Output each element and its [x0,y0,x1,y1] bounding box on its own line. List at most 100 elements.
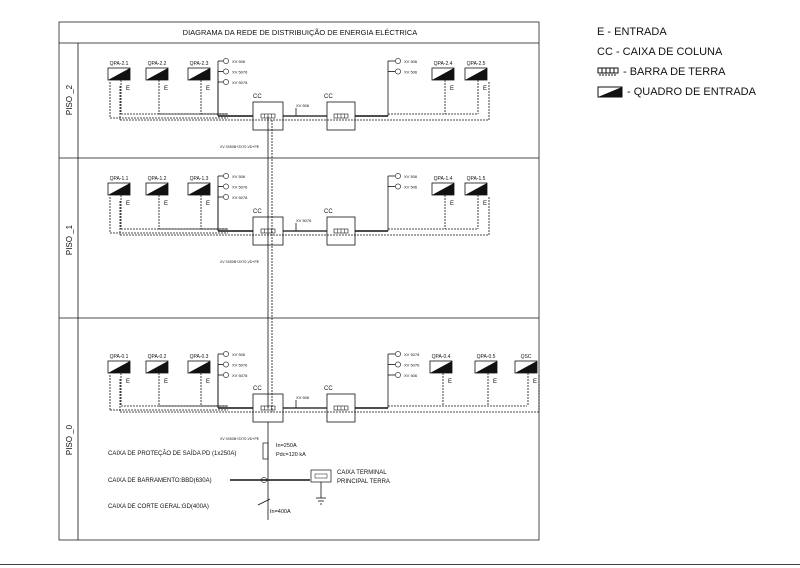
bus-tag: XV 5076 [296,218,312,223]
legend-barra-terra: - BARRA DE TERRA [597,62,756,82]
in400-label: In=400A [270,509,291,515]
entry-marker: E [533,379,537,385]
entry-panel-icon-fill [146,183,168,195]
entry-marker: E [164,86,168,92]
circuit-breaker-icon [223,79,229,85]
bus-tag: XV 506 [296,395,310,400]
entry-panel-icon-fill [108,361,130,373]
circuit-breaker-icon [223,372,229,378]
panel-label: QPA-1.4 [434,176,453,182]
column-box-secondary [326,216,356,246]
entry-panel-icon [145,67,169,81]
circuit-label: XV 5078 [232,80,248,85]
switch-blade [257,498,271,506]
entry-panel-icon [597,86,623,98]
entry-marker: E [126,86,130,92]
cc-label-secondary: CC [324,94,333,100]
barramento-label: CAIXA DE BARRAMENTO:BBD(630A) [108,478,212,484]
floor-label: PISO _1 [65,224,74,255]
circuit-label: XV 506 [232,59,246,64]
circuit-label: XV 5076 [404,363,420,368]
bus-tag: XV 506 [296,103,310,108]
panel-label: QPA-2.1 [110,61,129,67]
earth-bar-icon [597,67,619,76]
entry-panel-icon-fill [515,361,537,373]
entry-panel-icon-fill [188,361,210,373]
entry-panel-icon-fill [146,68,168,80]
entry-panel-icon-fill [432,183,454,195]
entry-panel-icon [145,182,169,196]
panel-label: QPA-2.4 [434,61,453,67]
entry-panel-icon-fill [108,183,130,195]
entry-marker: E [164,379,168,385]
legend-barra-terra-label: - BARRA DE TERRA [623,66,726,78]
earth-terminal-bar [314,473,328,479]
entry-marker: E [126,201,130,207]
floor-label: PISO _2 [65,84,74,115]
entry-panel-icon-fill [108,68,130,80]
circuit-label: XV 506 [232,352,246,357]
entry-marker: E [448,379,452,385]
entry-panel-icon [464,67,488,81]
circuit-label: XV 5076 [232,185,248,190]
protecao-label: CAIXA DE PROTEÇÃO DE SAÍDA PD (1x250A) [108,450,236,457]
circuit-breaker-icon [395,351,401,357]
page-bottom-rule [0,564,800,565]
entry-panel-icon [187,182,211,196]
panel-label: QPA-2.5 [467,61,486,67]
entry-panel-icon-fill [146,361,168,373]
corte-label: CAIXA DE CORTE GERAL:GD(400A) [108,504,209,510]
entry-panel-icon-fill [432,68,454,80]
panel-label: QPA-0.1 [110,354,129,360]
riser-tag: XV 3X50B+2X70-VD+PE [220,145,260,149]
column-box-secondary [326,101,356,131]
entry-panel-icon-fill [188,183,210,195]
circuit-label: XV 506 [404,174,418,179]
entry-panel-icon [431,182,455,196]
cc-label-main: CC [253,94,262,100]
panel-label: QPA-0.5 [477,354,496,360]
circuit-breaker-icon [395,372,401,378]
entry-panel-icon [474,360,498,374]
circuit-breaker-icon [223,68,229,75]
entry-marker: E [493,379,497,385]
entry-panel-icon-fill [475,361,497,373]
legend-entrada: E - ENTRADA [597,22,756,42]
diagram-frame [58,21,540,541]
legend-caixa-coluna: CC - CAIXA DE COLUNA [597,42,756,62]
floor-label: PISO _0 [65,424,74,455]
entry-panel-icon [107,67,131,81]
circuit-breaker-icon [223,58,229,64]
entry-panel-icon [107,182,131,196]
circuit-breaker-icon [223,194,229,200]
entry-panel-icon-fill [430,361,452,373]
entry-marker: E [206,379,210,385]
panel-label: QSC [521,354,532,360]
panel-label: QPA-0.4 [432,354,451,360]
circuit-label: XV 506 [404,185,418,190]
circuit-label: XV 5078 [232,373,248,378]
entry-panel-icon [187,360,211,374]
riser-tag: XV 3X50B+2X70-VD+PE [220,437,260,441]
cc-label-main: CC [253,386,262,392]
cc-label-main: CC [253,209,262,215]
entry-panel-icon [145,360,169,374]
panel-label: QPA-1.3 [190,176,209,182]
column-box-secondary [326,393,356,423]
circuit-label: XV 506 [404,373,418,378]
cc-label-secondary: CC [324,386,333,392]
entry-panel-icon [429,360,453,374]
panel-label: QPA-1.1 [110,176,129,182]
fuse-icon [262,442,269,460]
circuit-breaker-icon [395,58,401,64]
earth-terminal-box [310,469,332,483]
circuit-breaker-icon [223,183,229,190]
circuit-breaker-icon [395,68,401,75]
circuit-breaker-icon [395,173,401,179]
circuit-breaker-icon [223,351,229,357]
legend-caixa-coluna-label: CC - CAIXA DE COLUNA [597,46,723,58]
panel-label: QPA-2.2 [148,61,167,67]
legend-entrada-label: E - ENTRADA [597,26,667,38]
entry-marker: E [206,86,210,92]
